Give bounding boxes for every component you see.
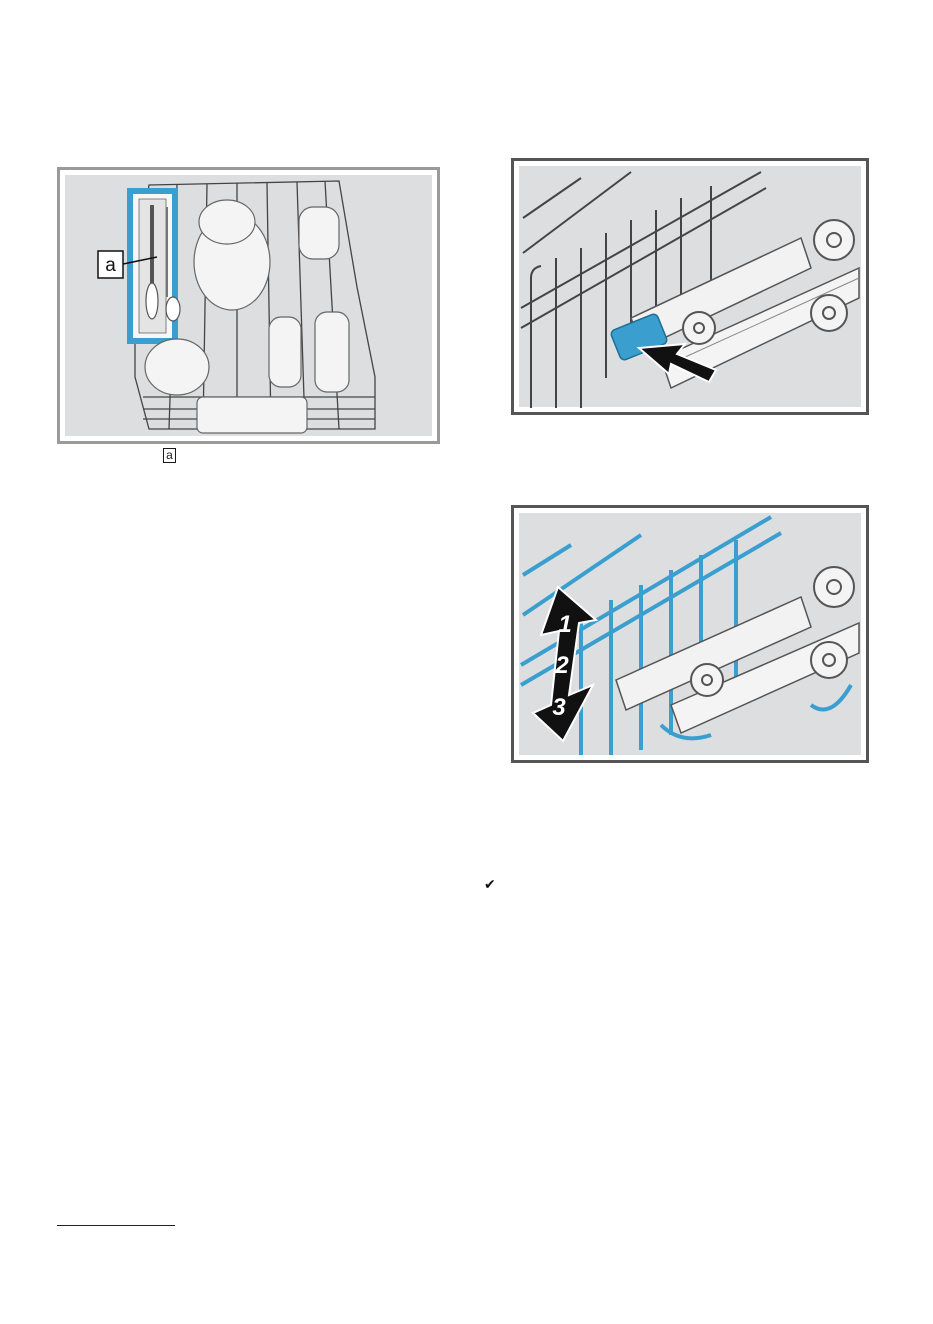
height-adjust-illustration: 1 2 3 xyxy=(511,505,869,763)
check-icon: ✔ xyxy=(484,876,496,892)
basket-drawing: a xyxy=(57,167,440,444)
latch-illustration xyxy=(511,158,869,415)
cutlery-drawer xyxy=(130,191,180,341)
basket-illustration: a xyxy=(57,167,440,444)
callout-a-label: a xyxy=(105,255,116,276)
height-drawing: 1 2 3 xyxy=(511,505,869,763)
position-2: 2 xyxy=(554,652,569,679)
latch-drawing xyxy=(511,158,869,415)
position-3: 3 xyxy=(552,694,566,721)
footnote-divider xyxy=(57,1225,175,1226)
caption-callout-ref: a xyxy=(163,448,176,463)
position-1: 1 xyxy=(558,611,571,638)
